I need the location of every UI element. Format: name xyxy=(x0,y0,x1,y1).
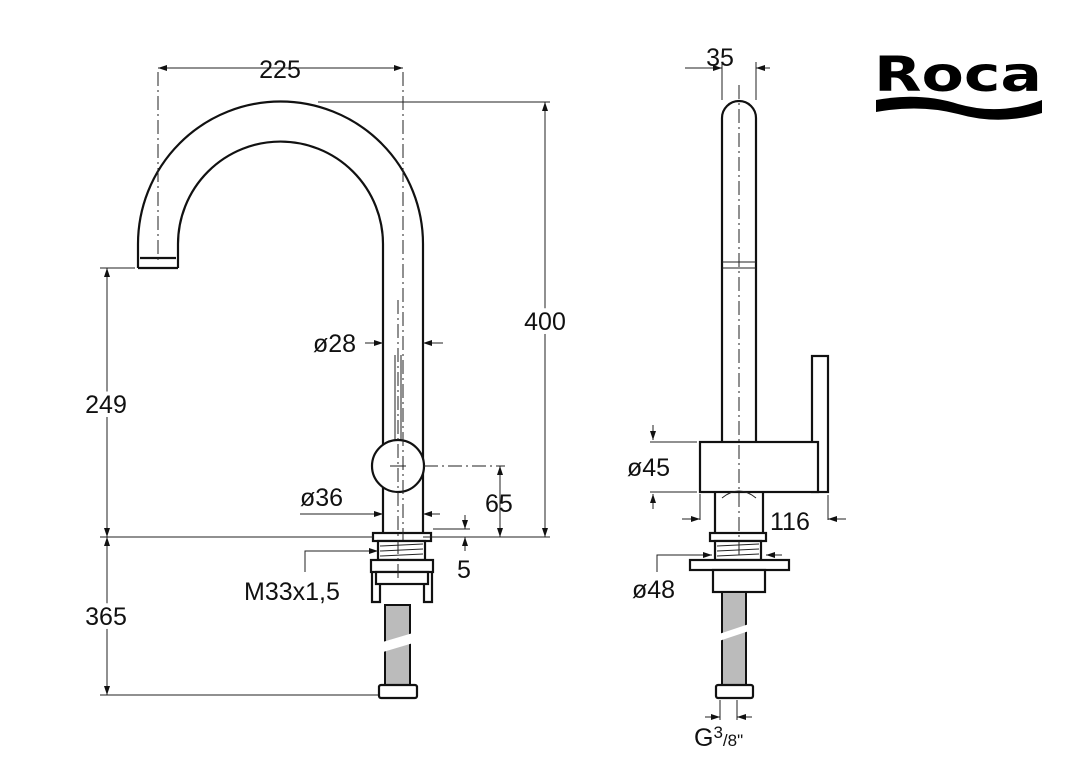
dimension-line xyxy=(379,543,424,557)
dim-body-height: ø45 xyxy=(627,454,670,482)
logo-wave xyxy=(876,96,1042,120)
dimension-line xyxy=(656,552,712,572)
dim-lever-axis: 65 xyxy=(485,490,513,518)
drawing-part xyxy=(377,683,419,700)
drawing-part xyxy=(376,630,420,655)
dim-spout-reach: 225 xyxy=(259,56,301,84)
center-line xyxy=(397,72,404,580)
drawing-part xyxy=(370,572,434,604)
drawing-part xyxy=(708,531,768,543)
drawing-part xyxy=(713,492,765,533)
dim-flange-height: 5 xyxy=(457,556,471,584)
dimension-line xyxy=(318,101,550,538)
dim-tube-diameter: ø28 xyxy=(313,330,356,358)
drawing-part xyxy=(711,568,767,594)
dimension-line xyxy=(721,490,757,499)
drawing-part xyxy=(371,531,433,543)
drawing-part: Roca xyxy=(874,47,1042,103)
dim-total-height: 400 xyxy=(524,308,566,336)
dim-body-diameter: ø36 xyxy=(300,484,343,512)
drawing-part xyxy=(374,570,430,586)
dimension-line xyxy=(699,494,829,520)
dimension-line xyxy=(394,355,402,440)
dim-spout-height: 249 xyxy=(85,391,127,419)
spout xyxy=(136,100,425,440)
side-tube xyxy=(720,99,758,442)
dim-tube-width: 35 xyxy=(706,44,734,72)
dim-hose-length: 365 xyxy=(85,603,127,631)
dim-flange-diameter: ø48 xyxy=(632,576,675,604)
drawing-part xyxy=(716,623,752,642)
dimension-line xyxy=(716,543,760,557)
dimension-line xyxy=(650,441,697,493)
dim-thread: M33x1,5 xyxy=(244,578,340,606)
dim-hose-connection: G3/8" xyxy=(694,723,743,752)
side-body xyxy=(698,440,820,494)
drawing-part xyxy=(714,683,755,700)
dimension-line xyxy=(304,548,378,572)
dim-body-depth: 116 xyxy=(770,508,810,536)
dimension-line xyxy=(719,700,738,720)
drawing-part xyxy=(688,558,791,572)
side-view: 35 ø45 116 ø48 G3/8" xyxy=(627,44,846,752)
roca-logo: Roca xyxy=(874,47,1042,120)
front-view: 225 400 249 365 ø28 ø36 65 5 M33x1,5 xyxy=(81,56,570,700)
drawing-part xyxy=(369,558,435,574)
